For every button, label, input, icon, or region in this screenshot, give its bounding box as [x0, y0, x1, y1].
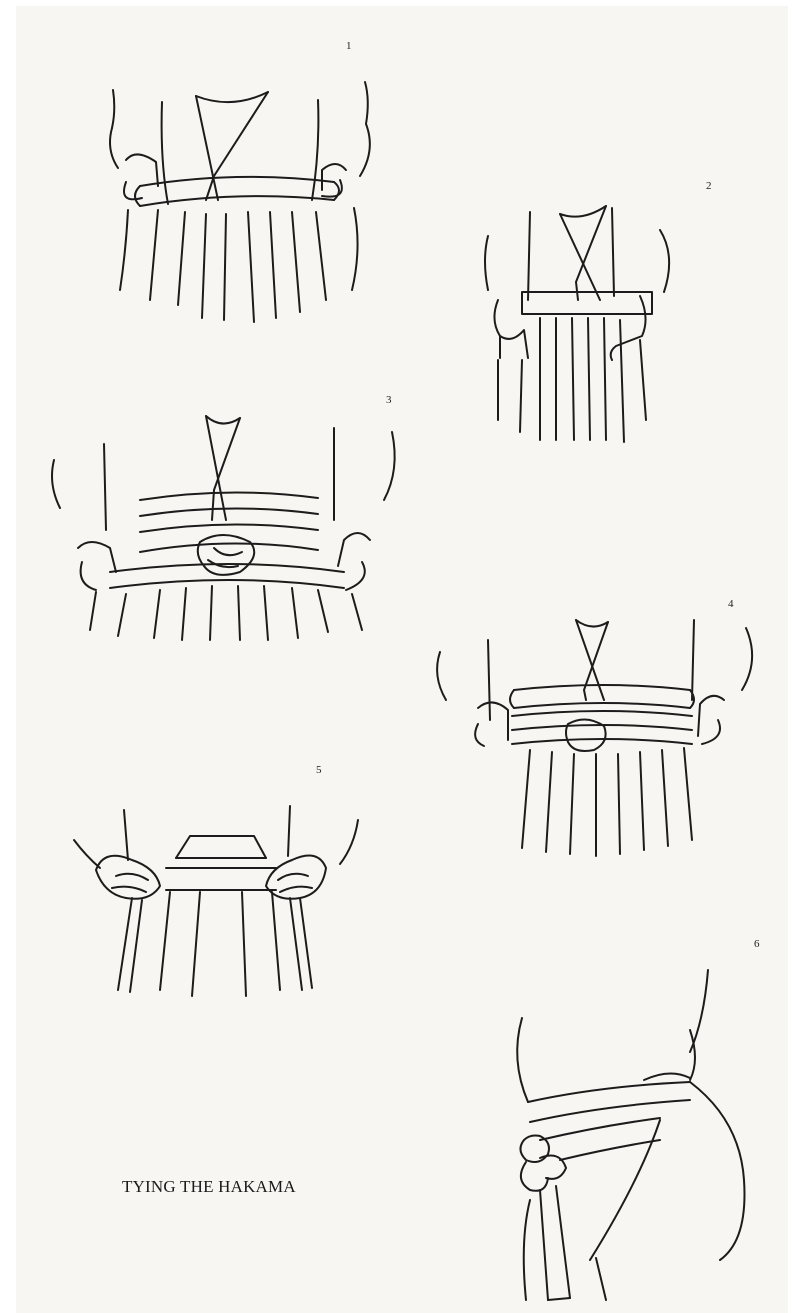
step-5-number: 5	[316, 764, 322, 776]
step-4-figure	[437, 620, 752, 856]
step-4-number: 4	[728, 598, 734, 610]
step-5-figure	[74, 806, 358, 996]
caption: TYING THE HAKAMA	[122, 1177, 296, 1197]
step-3-number: 3	[386, 394, 392, 406]
step-2-figure	[485, 206, 669, 442]
step-1-number: 1	[346, 40, 352, 52]
step-1-figure	[110, 82, 370, 322]
step-2-number: 2	[706, 180, 712, 192]
step-6-figure	[517, 970, 744, 1300]
step-3-figure	[52, 416, 395, 640]
step-6-number: 6	[754, 938, 760, 950]
